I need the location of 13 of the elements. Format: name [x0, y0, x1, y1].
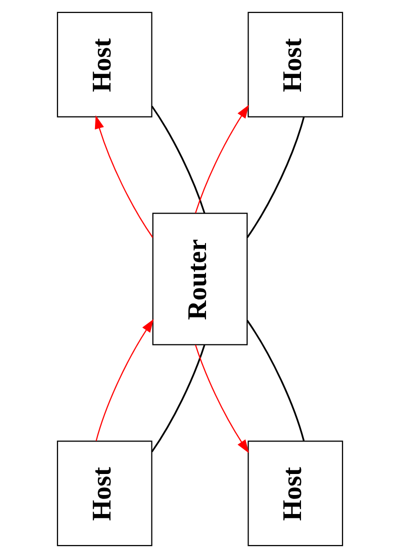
arrow	[195, 344, 250, 454]
connector	[151, 106, 206, 214]
node-box: Host	[248, 12, 344, 118]
arrow	[94, 115, 154, 238]
connector	[246, 116, 305, 238]
connector	[151, 344, 206, 452]
connector	[246, 320, 305, 442]
arrow	[194, 104, 250, 214]
node-box: Host	[56, 440, 152, 546]
node-box: Host	[248, 440, 344, 546]
arrow	[96, 318, 154, 442]
node-box: Host	[56, 12, 152, 118]
node-box: Router	[152, 212, 248, 346]
